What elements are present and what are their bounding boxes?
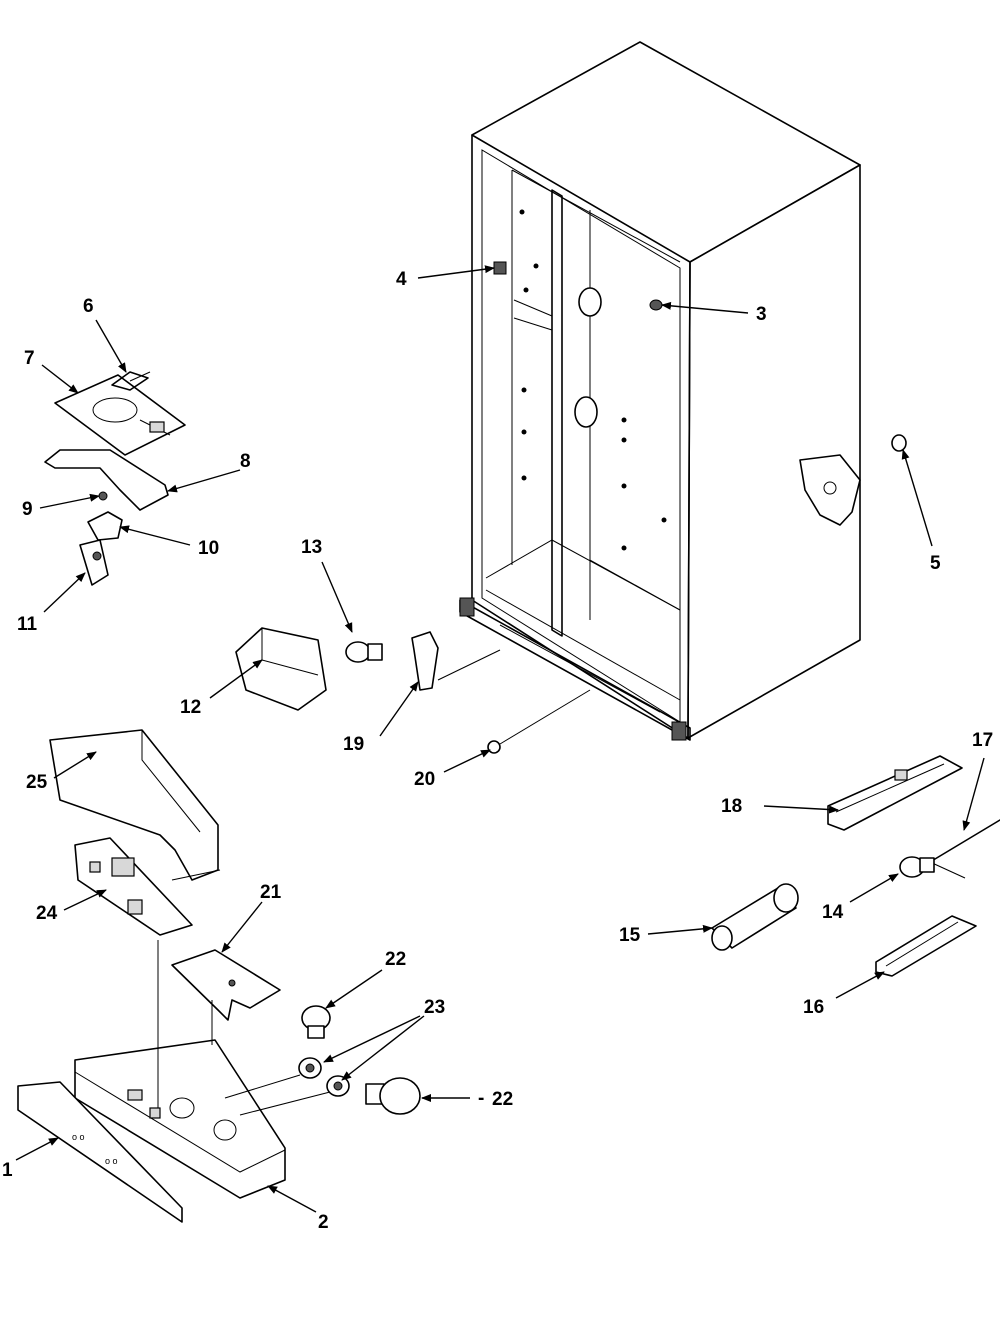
leader-arrows xyxy=(15,265,985,1213)
callout-9: 9 xyxy=(22,499,33,520)
callout-5: 5 xyxy=(930,553,941,574)
callout-4: 4 xyxy=(396,269,407,290)
callout-25: 25 xyxy=(26,772,48,793)
callout-23: 23 xyxy=(424,997,445,1018)
callout-14: 14 xyxy=(822,902,844,923)
part-2-control-housing xyxy=(74,1039,286,1199)
part-1-faceplate: o o o o xyxy=(17,1081,183,1223)
part-22-bulb-upper xyxy=(301,1005,331,1039)
callout-11: 11 xyxy=(17,614,38,635)
callout-labels: 1 2 3 4 5 6 7 8 9 10 11 12 13 14 15 16 1… xyxy=(2,269,993,1233)
part-9-screw xyxy=(98,491,108,501)
part-25-cover xyxy=(49,729,219,881)
part-22-bulb-lower xyxy=(365,1077,421,1115)
callout-24: 24 xyxy=(36,903,58,924)
part-16-rail xyxy=(875,915,977,977)
part-10-actuator xyxy=(87,511,123,541)
part-23-socket-upper xyxy=(298,1057,322,1079)
callout-18: 18 xyxy=(721,796,742,817)
callout-7: 7 xyxy=(24,348,35,369)
callout-22-dash: - xyxy=(478,1088,484,1109)
callout-3: 3 xyxy=(756,304,767,325)
part-3-plug xyxy=(649,299,663,311)
svg-text:o o: o o xyxy=(72,1132,85,1142)
callout-6: 6 xyxy=(83,296,94,317)
part-4-bracket xyxy=(493,261,507,275)
part-14-sensor xyxy=(899,856,935,878)
part-18-rail xyxy=(827,755,963,831)
callout-21: 21 xyxy=(260,882,282,903)
callout-17: 17 xyxy=(972,730,993,751)
refrigerator-cabinet xyxy=(459,41,861,741)
callout-22: 22 xyxy=(385,949,406,970)
part-12-duct xyxy=(235,627,327,711)
part-20-grommet xyxy=(487,740,501,754)
part-8-wire xyxy=(44,449,169,511)
part-19-bracket xyxy=(411,631,439,691)
callout-19: 19 xyxy=(343,734,364,755)
svg-text:o o: o o xyxy=(105,1156,118,1166)
callout-12: 12 xyxy=(180,697,201,718)
callout-10: 10 xyxy=(198,538,219,559)
part-15-cylinder xyxy=(711,883,799,951)
callout-8: 8 xyxy=(240,451,251,472)
callout-16: 16 xyxy=(803,997,824,1018)
callout-22-second: 22 xyxy=(492,1089,513,1110)
callout-1: 1 xyxy=(2,1160,13,1181)
part-13-bulb xyxy=(345,641,383,663)
callout-2: 2 xyxy=(318,1212,329,1233)
part-11-switch xyxy=(79,539,109,586)
part-21-bracket xyxy=(171,949,281,1021)
part-24-control-board xyxy=(74,837,193,936)
part-5-cover xyxy=(799,434,907,526)
callout-15: 15 xyxy=(619,925,641,946)
part-6-fan xyxy=(111,371,151,391)
callout-20: 20 xyxy=(414,769,435,790)
part-7-dispenser-plate xyxy=(54,374,186,456)
part-23-socket-lower xyxy=(326,1075,350,1097)
part-17-wire xyxy=(929,819,1000,863)
callout-13: 13 xyxy=(301,537,322,558)
